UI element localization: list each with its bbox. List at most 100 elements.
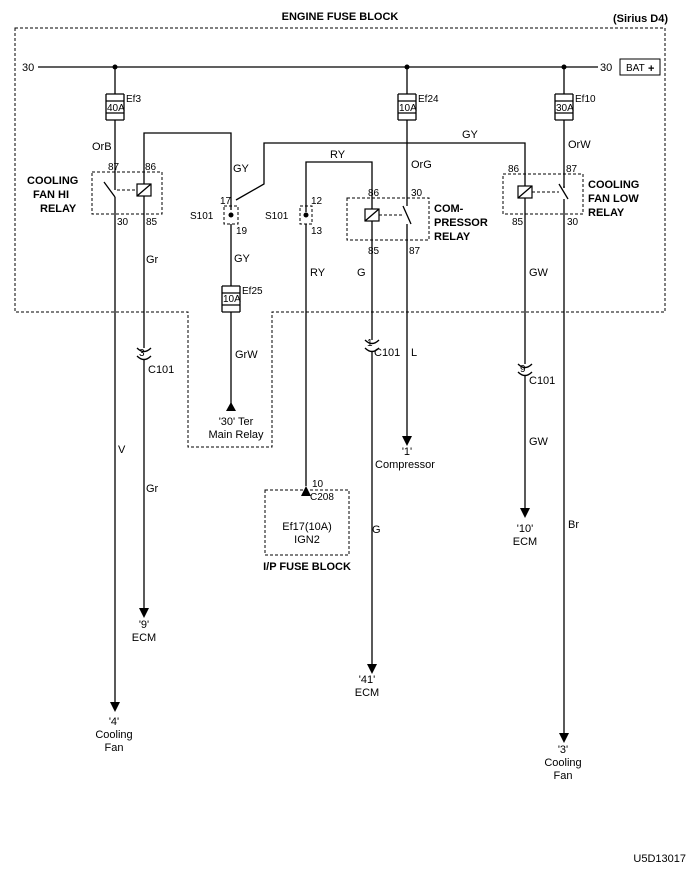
dest-ecm10-1: '10': [517, 523, 533, 535]
splice-s101-right: S101 12 13: [265, 196, 323, 237]
wire-orw: OrW: [568, 139, 591, 151]
dest-ecm10-2: ECM: [513, 536, 537, 548]
s101-pin-13: 13: [311, 226, 323, 237]
cooling-fan-hi-relay: 87 86 30 85: [91, 162, 163, 228]
fan4-arrow-icon: [110, 702, 120, 712]
fuse-ef3: 40A Ef3: [105, 67, 141, 190]
c101-1-name: C101: [374, 347, 400, 359]
hi-pin-30: 30: [117, 217, 129, 228]
wire-l-label: L: [411, 347, 417, 359]
wire-ry: [305, 161, 373, 212]
comp-relay-name-3: RELAY: [434, 231, 471, 243]
c101-3-name: C101: [148, 364, 174, 376]
c101-9-name: C101: [529, 375, 555, 387]
wire-gw-label: GW: [529, 267, 549, 279]
ip-fuse-block-label: I/P FUSE BLOCK: [263, 561, 351, 573]
low-pin-30: 30: [567, 217, 579, 228]
wire-gr-label: Gr: [146, 254, 159, 266]
ef24-name: Ef24: [418, 94, 439, 105]
battery-box: BAT +: [619, 58, 661, 76]
comp-pin-30: 30: [411, 188, 423, 199]
compressor-relay: 86 30 85 87: [346, 188, 430, 257]
dest-ecm9-2: ECM: [132, 632, 156, 644]
dest-fan3-1: '3': [558, 744, 568, 756]
wire-g-low-label: G: [372, 524, 381, 536]
s101-left-name: S101: [190, 211, 214, 222]
fuse-ef10: 30A Ef10: [554, 67, 596, 188]
wire-ry-label: RY: [330, 149, 346, 161]
cooling-fan-low-relay: 86 87 85 30: [502, 164, 584, 228]
wire-gw-low-label: GW: [529, 436, 549, 448]
wire-grw-label: GrW: [235, 349, 258, 361]
s101-pin-17: 17: [220, 196, 232, 207]
ter-arrow-icon: [226, 402, 236, 411]
ef10-rating: 30A: [556, 103, 574, 114]
dest-fan4-1: '4': [109, 716, 119, 728]
dest-fan4-3: Fan: [105, 742, 124, 754]
low-pin-86: 86: [508, 164, 520, 175]
fan3-arrow-icon: [559, 733, 569, 743]
hi-pin-85: 85: [146, 217, 158, 228]
hi-relay-name-1: COOLING: [27, 175, 78, 187]
fuse-ef24: 10A Ef24: [397, 67, 439, 198]
wire-gy-mid-label: GY: [234, 253, 251, 265]
s101-pin-12: 12: [311, 196, 323, 207]
s101-pin-19: 19: [236, 226, 248, 237]
low-relay-name-1: COOLING: [588, 179, 639, 191]
wire-br-label: Br: [568, 519, 579, 531]
c208-pin: 10: [312, 479, 324, 490]
wire-gy-top-label: GY: [462, 129, 479, 141]
diagram-code: U5D13017: [633, 853, 686, 865]
dest-fan3-3: Fan: [554, 770, 573, 782]
battery-label: BAT: [626, 63, 645, 74]
comp-switch-contact: [402, 205, 412, 225]
hi-pin-87: 87: [108, 162, 120, 173]
model-label: (Sirius D4): [613, 13, 668, 25]
dest-ecm9-1: '9': [139, 619, 149, 631]
ecm10-arrow-icon: [520, 508, 530, 518]
hi-relay-name-3: RELAY: [40, 203, 77, 215]
wire-g-label: G: [357, 267, 366, 279]
dest-ecm41-2: ECM: [355, 687, 379, 699]
comp-relay-name-1: COM-: [434, 203, 464, 215]
dest-fan3-2: Cooling: [544, 757, 581, 769]
ef3-name: Ef3: [126, 94, 141, 105]
ign2-arrow-icon: [301, 486, 311, 496]
engine-fuse-block-outline: [14, 27, 666, 448]
hi-relay-name-2: FAN HI: [33, 189, 69, 201]
splice-s101-left: S101 17 19: [190, 196, 248, 237]
compressor-arrow-icon: [402, 436, 412, 446]
hi-switch-contact: [103, 181, 116, 198]
ip-fuse-circuit: IGN2: [294, 534, 320, 546]
connector-c101-1: 1 C101: [364, 338, 400, 359]
dest-ecm41-1: '41': [359, 674, 375, 686]
dest-compressor-1: '1': [402, 446, 412, 458]
ef25-rating: 10A: [223, 294, 241, 305]
bus-left-label: 30: [22, 62, 34, 74]
ip-fuse-rating: Ef17(10A): [282, 521, 332, 533]
bus-right-label: 30: [600, 62, 612, 74]
wire-ry-low-label: RY: [310, 267, 326, 279]
ecm9-arrow-icon: [139, 608, 149, 618]
dest-compressor-2: Compressor: [375, 459, 435, 471]
low-relay-name-3: RELAY: [588, 207, 625, 219]
low-relay-name-2: FAN LOW: [588, 193, 639, 205]
comp-pin-85: 85: [368, 246, 380, 257]
hi-pin-86: 86: [145, 162, 157, 173]
wire-v-label: V: [118, 444, 126, 456]
low-pin-87: 87: [566, 164, 578, 175]
dest-fan4-2: Cooling: [95, 729, 132, 741]
comp-pin-86: 86: [368, 188, 380, 199]
battery-plus-icon: +: [648, 63, 654, 75]
c101-1-pin: 1: [367, 338, 373, 349]
ecm41-arrow-icon: [367, 664, 377, 674]
wire-gy-upper: GY: [233, 163, 250, 175]
ef3-rating: 40A: [107, 103, 125, 114]
diagram-title: ENGINE FUSE BLOCK: [282, 11, 399, 23]
ef25-name: Ef25: [242, 286, 263, 297]
dest-ter-1: '30' Ter: [219, 416, 254, 428]
dest-ter-2: Main Relay: [208, 429, 264, 441]
low-pin-85: 85: [512, 217, 524, 228]
ef24-rating: 10A: [399, 103, 417, 114]
